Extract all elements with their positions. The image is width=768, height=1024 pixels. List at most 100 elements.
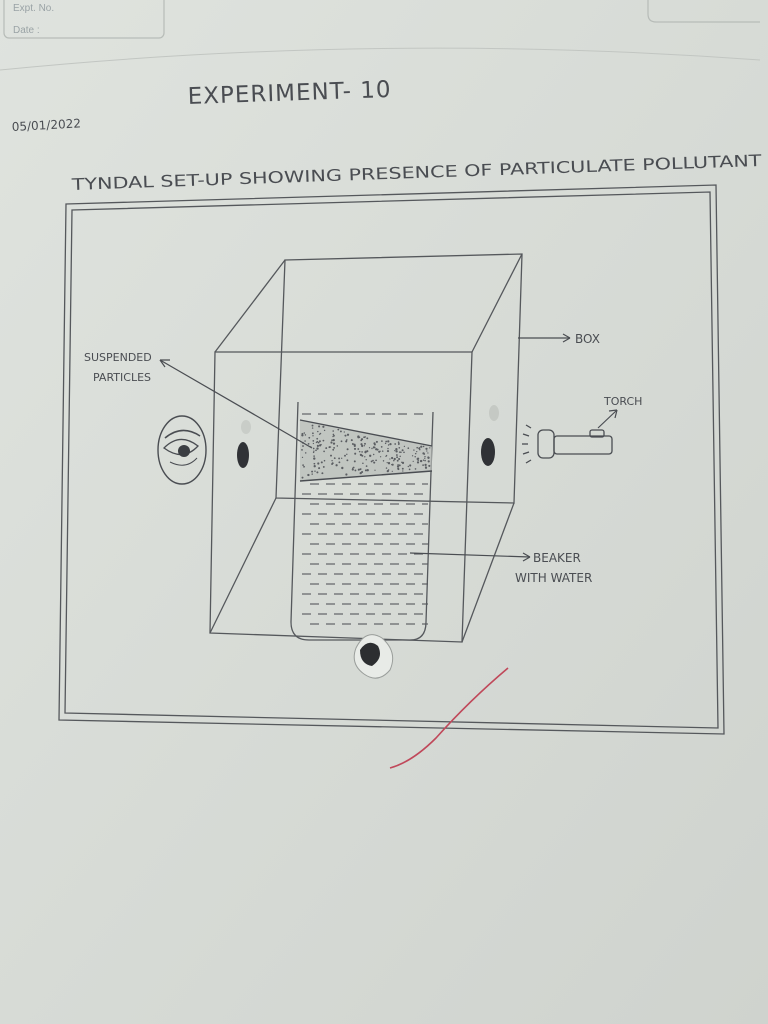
particle-dot bbox=[322, 425, 325, 428]
particle-dot bbox=[329, 446, 332, 448]
particle-dot bbox=[357, 448, 360, 450]
particle-dot bbox=[428, 461, 430, 463]
particle-dot bbox=[393, 457, 396, 461]
label-with-water: WITH WATER bbox=[515, 571, 592, 585]
particle-dot bbox=[351, 443, 354, 445]
particle-dot bbox=[422, 452, 425, 455]
particle-dot bbox=[332, 430, 335, 432]
particle-dot bbox=[398, 464, 401, 467]
particle-dot bbox=[319, 432, 322, 435]
particle-dot bbox=[398, 457, 401, 461]
particle-dot bbox=[365, 459, 367, 461]
particle-dot bbox=[301, 449, 303, 451]
particle-dot bbox=[307, 443, 310, 445]
particle-dot bbox=[302, 445, 304, 447]
particle-dot bbox=[382, 460, 385, 462]
particle-dot bbox=[338, 461, 341, 464]
particle-dot bbox=[401, 461, 405, 465]
particle-dot bbox=[416, 458, 419, 460]
particle-dot bbox=[333, 446, 336, 449]
paper-hole bbox=[353, 634, 394, 679]
particle-dot bbox=[363, 445, 366, 447]
particle-dot bbox=[428, 464, 431, 467]
particle-dot bbox=[311, 473, 313, 475]
beam-edges bbox=[299, 419, 433, 482]
particle-dot bbox=[366, 437, 369, 440]
particle-dot bbox=[331, 460, 333, 462]
particle-dot bbox=[338, 457, 341, 460]
particle-dot bbox=[346, 459, 349, 462]
particle-dot bbox=[360, 439, 363, 442]
particle-dot bbox=[337, 428, 340, 431]
particle-dot bbox=[391, 470, 393, 472]
date-label: Date : bbox=[13, 25, 40, 36]
particle-dot bbox=[403, 451, 405, 454]
particle-dot bbox=[353, 447, 357, 450]
particle-dot bbox=[344, 454, 346, 457]
particle-dot bbox=[318, 467, 321, 470]
beaker bbox=[290, 401, 434, 641]
particle-dot bbox=[353, 444, 356, 447]
particle-dot bbox=[316, 437, 319, 440]
particle-dot bbox=[330, 441, 333, 444]
particle-dot bbox=[375, 448, 378, 451]
particle-dot bbox=[385, 467, 388, 469]
particle-dot bbox=[332, 433, 335, 436]
particle-dot bbox=[394, 449, 396, 452]
particle-dot bbox=[361, 444, 364, 448]
particle-dot bbox=[371, 447, 373, 450]
particle-dot bbox=[301, 476, 304, 479]
particle-dot bbox=[312, 451, 315, 454]
particle-dot bbox=[353, 460, 356, 463]
expt-date-box bbox=[3, 0, 165, 39]
box bbox=[209, 253, 523, 643]
particle-dot bbox=[387, 440, 390, 443]
particle-dot bbox=[358, 450, 361, 453]
particle-dot bbox=[413, 449, 415, 451]
particle-dot bbox=[427, 456, 430, 459]
particle-dot bbox=[303, 432, 306, 434]
particle-dot bbox=[318, 440, 321, 443]
particle-dot bbox=[321, 472, 324, 475]
header-rule bbox=[0, 47, 761, 71]
left-hole-smudge bbox=[241, 420, 251, 434]
particle-dot bbox=[364, 456, 366, 458]
particle-dot bbox=[304, 440, 306, 442]
particle-dot bbox=[346, 439, 348, 441]
particle-dot bbox=[396, 459, 399, 462]
particle-dot bbox=[312, 432, 314, 435]
particle-dot bbox=[330, 454, 332, 457]
label-suspended: SUSPENDED bbox=[84, 351, 152, 364]
particle-dot bbox=[345, 473, 348, 476]
particle-dot bbox=[375, 459, 377, 462]
date-text: 05/01/2022 bbox=[11, 116, 81, 134]
particle-dot bbox=[352, 466, 355, 469]
particle-dot bbox=[313, 462, 316, 465]
particle-dot bbox=[420, 445, 423, 448]
particle-dot bbox=[364, 442, 366, 445]
particle-dot bbox=[315, 449, 317, 452]
particle-dot bbox=[304, 452, 307, 454]
leader-lines bbox=[159, 333, 618, 562]
particle-dot bbox=[343, 431, 345, 433]
particle-dot bbox=[401, 449, 404, 452]
torch-icon bbox=[522, 424, 613, 464]
particle-dot bbox=[398, 443, 400, 446]
diagram-border bbox=[58, 184, 725, 735]
particle-dot bbox=[351, 468, 354, 471]
particle-dot bbox=[402, 470, 404, 472]
particle-dot bbox=[409, 464, 412, 467]
particle-dot bbox=[346, 453, 348, 456]
particle-dot bbox=[361, 451, 363, 453]
particle-dot bbox=[332, 442, 336, 445]
particle-dot bbox=[322, 465, 325, 468]
particle-dot bbox=[316, 440, 319, 443]
particle-dot bbox=[340, 440, 343, 443]
particle-dot bbox=[303, 466, 305, 468]
particle-dot bbox=[361, 470, 364, 474]
particle-dot bbox=[360, 443, 363, 446]
particle-dot bbox=[391, 463, 394, 466]
particle-dot bbox=[311, 470, 314, 473]
particle-dot bbox=[308, 436, 311, 439]
